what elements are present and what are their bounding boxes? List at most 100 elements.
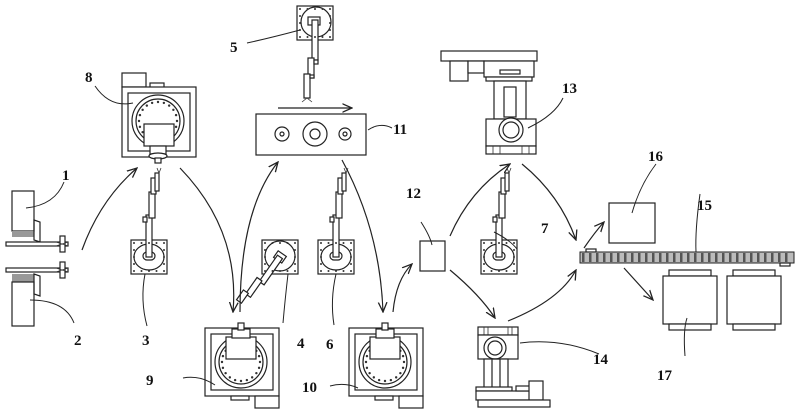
robot-arm-3 <box>130 167 168 275</box>
plate-dot <box>140 242 143 244</box>
conveyor-slat <box>645 253 648 262</box>
plate-dot <box>483 249 485 251</box>
plate-dot <box>483 242 485 244</box>
plate-dot <box>513 249 515 251</box>
conveyor-slat <box>680 253 683 262</box>
flow-8-to-9 <box>179 167 234 312</box>
conveyor-slat <box>764 253 767 262</box>
bolt-dot <box>401 354 405 358</box>
plate-dot <box>329 8 331 10</box>
plate-dot <box>279 270 281 272</box>
label-14: 14 <box>593 352 609 368</box>
bolt-dot <box>174 113 178 117</box>
bolt-dot <box>250 376 254 379</box>
conveyor-slat <box>624 253 627 262</box>
plate-dot <box>133 263 135 265</box>
label-6: 6 <box>326 337 334 353</box>
bolt-dot <box>224 371 227 375</box>
plate-dot <box>505 270 508 272</box>
plate-dot <box>320 249 322 251</box>
plate-dot <box>342 270 345 272</box>
conveyor-slat <box>666 253 669 262</box>
flow-arrows <box>81 159 653 322</box>
conveyor-slat <box>771 253 774 262</box>
bolt-dot <box>394 376 398 379</box>
conveyor-slat <box>778 253 781 262</box>
robot-arm-6 <box>317 167 355 275</box>
plate-dot <box>148 270 150 272</box>
bolt-dot <box>372 376 376 379</box>
conveyor-slat <box>694 253 697 262</box>
conveyor-slat <box>750 253 753 262</box>
bolt-dot <box>255 371 258 375</box>
conveyor-slat <box>589 253 592 262</box>
plate-dot <box>314 36 316 38</box>
flow-11-to-10 <box>341 159 383 312</box>
transfer-table-11 <box>255 113 367 156</box>
plate-dot <box>350 249 352 251</box>
labels: 1 2 3 4 5 6 7 8 9 10 11 12 13 14 15 16 1… <box>62 40 712 396</box>
label-16: 16 <box>648 149 664 165</box>
label-3: 3 <box>142 333 150 349</box>
plate-dot <box>271 242 274 244</box>
plate-dot <box>299 36 301 38</box>
plate-dot <box>314 8 316 10</box>
conveyor-slat <box>757 253 760 262</box>
plate-dot <box>498 270 500 272</box>
label-1: 1 <box>62 168 70 184</box>
label-5: 5 <box>230 40 238 56</box>
conveyor-slat <box>659 253 662 262</box>
plate-dot <box>148 242 150 244</box>
bolt-dot <box>228 376 232 379</box>
plate-dot <box>299 15 301 17</box>
plate-dot <box>264 249 266 251</box>
plate-dot <box>350 263 352 265</box>
bolt-dot <box>145 104 149 107</box>
plate-dot <box>271 270 274 272</box>
bolt-dot <box>221 366 225 370</box>
machining-center-9 <box>204 322 280 409</box>
bolt-dot <box>167 104 171 107</box>
plate-dot <box>498 242 500 244</box>
bolt-dot <box>257 354 261 358</box>
plate-dot <box>483 256 485 258</box>
plate-dot <box>329 36 331 38</box>
inspection-unit-12 <box>419 240 446 272</box>
conveyor-slat <box>715 253 718 262</box>
conveyor-slat <box>638 253 641 262</box>
bolt-dot <box>156 100 160 104</box>
storage-bin-17 <box>662 269 718 331</box>
flow-13-to-15 <box>521 163 576 240</box>
plate-dot <box>294 249 296 251</box>
conveyor-slat <box>708 253 711 262</box>
storage-bin-17b <box>726 269 782 331</box>
bolt-dot <box>150 101 154 105</box>
plate-dot <box>483 263 485 265</box>
plate-dot <box>279 242 281 244</box>
plate-dot <box>133 270 135 272</box>
conveyor-slat <box>736 253 739 262</box>
plate-dot <box>294 256 296 258</box>
conveyor-slat <box>603 253 606 262</box>
conveyor-slat <box>596 253 599 262</box>
robot-arm-5 <box>278 5 352 108</box>
robot-arm-4 <box>235 239 299 305</box>
plate-dot <box>483 270 485 272</box>
bolt-dot <box>368 371 371 375</box>
label-13: 13 <box>562 81 577 97</box>
plate-dot <box>264 270 266 272</box>
robot-arm-7 <box>480 167 518 275</box>
plate-dot <box>329 29 331 31</box>
buffer-unit-16 <box>608 202 656 244</box>
plate-dot <box>299 8 301 10</box>
label-9: 9 <box>146 373 154 389</box>
feed-station-2 <box>5 261 69 327</box>
bolt-dot <box>399 371 402 375</box>
bolt-dot <box>233 378 237 382</box>
bolt-dot <box>365 354 369 358</box>
flow-12-to-14 <box>449 269 495 318</box>
bolt-dot <box>138 125 142 129</box>
conveyor-slat <box>582 253 585 262</box>
plate-dot <box>490 242 493 244</box>
plate-dot <box>320 263 322 265</box>
